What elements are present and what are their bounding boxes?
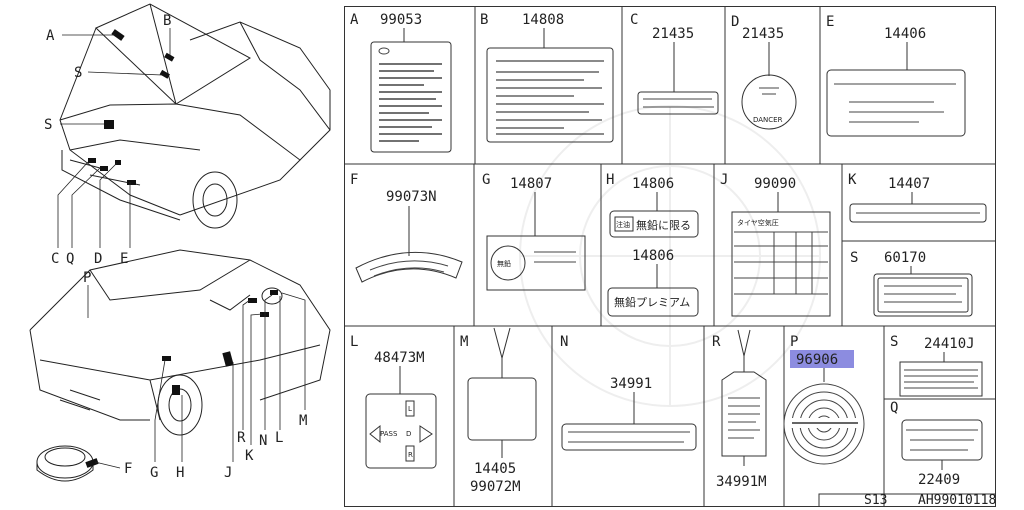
vehicle-diagram: A B S S C Q D E P F G H J R K N L M xyxy=(29,3,331,482)
cell-letter: A xyxy=(350,12,359,28)
callout-h: H xyxy=(176,465,184,481)
callout-s-upper: S xyxy=(74,65,82,81)
cell-e: E 14406 xyxy=(826,14,966,137)
callout-k: K xyxy=(245,448,254,464)
part-number: 34991 xyxy=(610,376,652,392)
shift-d: D xyxy=(406,430,411,438)
cell-d: D 21435 DANCER xyxy=(731,14,797,130)
cell-l: L 48473M L R PASS D xyxy=(350,334,437,469)
cell-letter: E xyxy=(826,14,834,30)
callout-g: G xyxy=(150,465,158,481)
pass-text: PASS xyxy=(380,430,398,438)
cell-s-upper: S 60170 xyxy=(850,250,973,317)
cell-s-lower: S 24410J xyxy=(890,334,983,397)
part-number: 14406 xyxy=(884,26,926,42)
part-number: 60170 xyxy=(884,250,926,266)
callout-q: Q xyxy=(66,251,74,267)
badge-text: 注油 xyxy=(616,220,630,229)
part-number: 24410J xyxy=(924,336,975,352)
cell-letter: H xyxy=(606,172,614,188)
callout-j: J xyxy=(224,465,232,481)
part-number: 21435 xyxy=(742,26,784,42)
diagram-code: AH99010118 xyxy=(918,493,996,507)
callout-a: A xyxy=(46,28,55,44)
cell-b: B 14808 xyxy=(480,12,614,143)
callout-c: C xyxy=(51,251,59,267)
callout-m: M xyxy=(299,413,307,429)
cell-letter: C xyxy=(630,12,638,28)
cell-g: G 14807 無鉛 xyxy=(482,172,586,291)
part-number: 99053 xyxy=(380,12,422,28)
watermark-emblem xyxy=(519,105,821,407)
label-text: 無鉛プレミアム xyxy=(614,295,690,309)
callout-e: E xyxy=(120,251,128,267)
cell-q: Q 22409 xyxy=(890,400,983,488)
cell-letter: M xyxy=(460,334,468,350)
part-number: 14806 xyxy=(632,176,674,192)
part-number: 14806 xyxy=(632,248,674,264)
callout-n: N xyxy=(259,433,267,449)
callout-d: D xyxy=(94,251,102,267)
cell-j: J 99090 タイヤ空気圧 xyxy=(720,172,831,317)
danger-text: DANCER xyxy=(753,116,783,124)
part-number: 96906 xyxy=(796,352,838,368)
tire-pressure-text: タイヤ空気圧 xyxy=(737,218,779,227)
unleaded-text: 無鉛 xyxy=(497,259,511,268)
cell-letter: G xyxy=(482,172,490,188)
shift-l: L xyxy=(408,405,412,413)
cell-letter: F xyxy=(350,172,358,188)
cell-letter: P xyxy=(790,334,798,350)
callout-f: F xyxy=(124,461,132,477)
shift-r: R xyxy=(408,451,413,459)
part-number: 22409 xyxy=(918,472,960,488)
cell-letter: L xyxy=(350,334,358,350)
callout-p: P xyxy=(83,270,91,286)
part-number: 21435 xyxy=(652,26,694,42)
part-number: 14807 xyxy=(510,176,552,192)
cell-m: M 14405 99072M xyxy=(460,327,537,495)
cell-letter: S xyxy=(850,250,858,266)
cell-h: H 14806 注油 無鉛に限る 14806 無鉛プレミアム xyxy=(606,172,699,317)
label-text: 無鉛に限る xyxy=(636,218,691,232)
cell-p: P 96906 xyxy=(783,334,865,465)
cell-letter: J xyxy=(720,172,728,188)
cell-letter: B xyxy=(480,12,488,28)
cell-letter: D xyxy=(731,14,739,30)
label-catalog-grid: A 99053 B 14808 C 21435 D 21435 D A N C E xyxy=(344,6,996,507)
cell-n: N 34991 xyxy=(560,334,697,451)
part-number: 99073N xyxy=(386,189,437,205)
part-number: 14407 xyxy=(888,176,930,192)
cell-letter: K xyxy=(848,172,857,188)
cell-c: C 21435 xyxy=(630,12,719,115)
callout-l: L xyxy=(275,430,283,446)
callout-r: R xyxy=(237,430,246,446)
cell-k: K 14407 xyxy=(848,172,987,223)
part-number: 99090 xyxy=(754,176,796,192)
cell-letter: S xyxy=(890,334,898,350)
callout-b: B xyxy=(163,13,171,29)
part-number: 99072M xyxy=(470,479,521,495)
cell-letter: R xyxy=(712,334,721,350)
hood-panel xyxy=(95,3,251,105)
callout-s-lower: S xyxy=(44,117,52,133)
cell-letter: Q xyxy=(890,400,898,416)
part-number: 14405 xyxy=(474,461,516,477)
rear-wheel xyxy=(157,374,203,436)
part-highlight xyxy=(790,350,854,368)
part-number: 14808 xyxy=(522,12,564,28)
part-number: 34991M xyxy=(716,474,767,490)
cell-f: F 99073N xyxy=(350,172,463,283)
cell-a: A 99053 xyxy=(350,12,452,153)
cell-r: R 34991M xyxy=(712,329,767,490)
part-number: 48473M xyxy=(374,350,425,366)
front-wheel xyxy=(192,171,238,229)
cell-letter: N xyxy=(560,334,568,350)
spare-tire xyxy=(36,445,94,479)
section-code: S13 xyxy=(864,493,887,507)
